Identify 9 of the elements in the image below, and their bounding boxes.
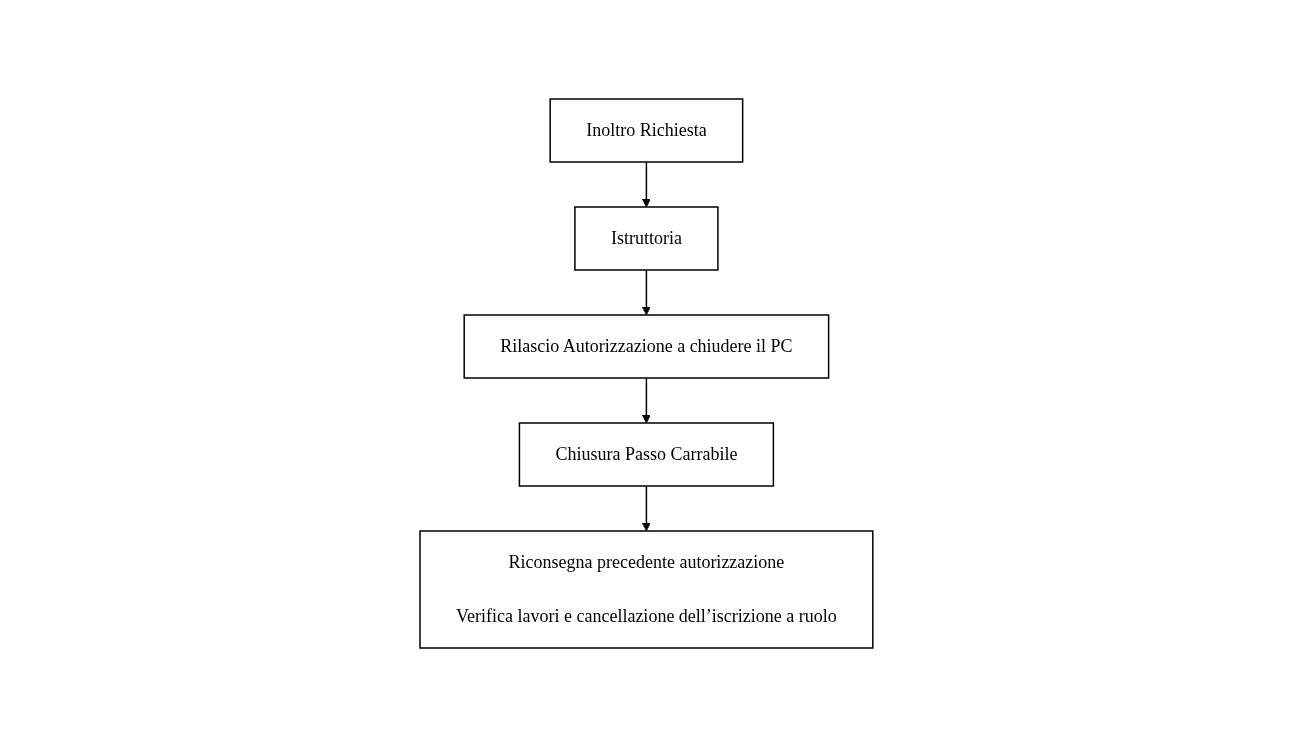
node-box: Riconsegna precedente autorizzazione Verifica lavori e cancellazione dell’iscrizione a ruolo (419, 529, 874, 649)
node-box: Chiusura Passo Carrabile (518, 421, 775, 487)
arrow (642, 376, 651, 423)
node-box: Rilascio Autorizzazione a chiudere il PC (463, 313, 830, 379)
node-box: Istruttoria (574, 205, 719, 271)
arrow (642, 484, 651, 531)
arrow (642, 268, 651, 315)
node-box: Inoltro Richiesta (549, 97, 744, 163)
arrow (642, 160, 651, 207)
